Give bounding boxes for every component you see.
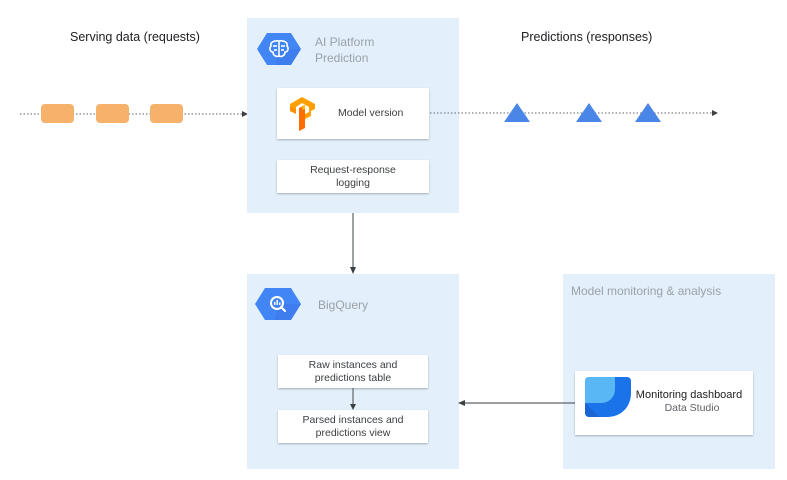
- response-triangle: [504, 103, 530, 122]
- brain-hexagon-icon: [257, 33, 301, 65]
- raw-table-label-line2: predictions table: [314, 371, 392, 384]
- dashboard-title: Monitoring dashboard: [635, 389, 743, 401]
- bigquery-title: BigQuery: [318, 298, 369, 312]
- ai-platform-title-line1: AI Platform: [315, 35, 375, 49]
- model-version-label: Model version: [338, 107, 404, 119]
- request-box: [41, 104, 74, 123]
- parsed-view-label-line2: predictions view: [315, 426, 391, 439]
- ai-platform-title: AI Platform Prediction: [315, 34, 374, 66]
- model-version-card[interactable]: Model version: [277, 88, 429, 139]
- ai-platform-title-line2: Prediction: [315, 51, 369, 65]
- predictions-label: Predictions (responses): [521, 30, 653, 44]
- raw-instances-table-card[interactable]: Raw instances and predictions table: [278, 355, 428, 388]
- monitoring-dashboard-card[interactable]: Monitoring dashboard Data Studio: [575, 371, 753, 435]
- logging-label-line2: logging: [336, 176, 370, 189]
- data-studio-icon: [585, 377, 631, 417]
- response-triangle: [635, 103, 661, 122]
- response-triangle: [576, 103, 602, 122]
- tensorflow-icon: [290, 97, 315, 131]
- serving-data-label: Serving data (requests): [70, 30, 200, 44]
- bigquery-hexagon-icon: [255, 288, 301, 320]
- response-arrowhead: [712, 110, 718, 116]
- dashboard-subtitle: Data Studio: [664, 402, 720, 414]
- request-box: [150, 104, 183, 123]
- request-arrowhead: [242, 111, 248, 117]
- monitoring-title: Model monitoring & analysis: [571, 284, 722, 298]
- request-box: [96, 104, 129, 123]
- parsed-view-label-line1: Parsed instances and: [302, 413, 404, 426]
- request-response-logging-card[interactable]: Request-response logging: [277, 160, 429, 193]
- logging-label-line1: Request-response: [310, 163, 396, 176]
- parsed-instances-view-card[interactable]: Parsed instances and predictions view: [278, 410, 428, 443]
- raw-table-label-line1: Raw instances and: [308, 358, 398, 371]
